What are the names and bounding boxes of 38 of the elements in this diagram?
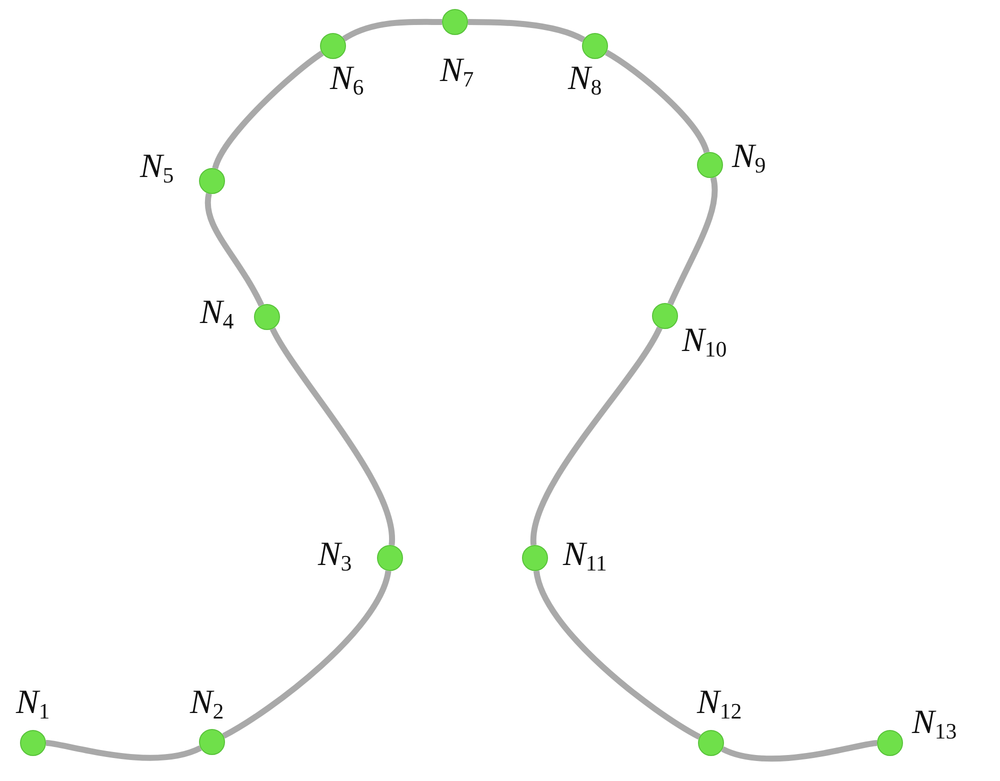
node-label: N$_{13}$ <box>912 706 957 742</box>
curve-segment <box>212 50 324 170</box>
curve-segment <box>530 326 662 546</box>
curve-segment <box>46 740 202 761</box>
node-label: N$_{10}$ <box>682 324 727 360</box>
curve-segment <box>204 193 264 307</box>
node-label: N$_{1}$ <box>16 686 50 722</box>
node-label: N$_{7}$ <box>440 54 474 90</box>
curve-segment <box>270 327 395 546</box>
curve-segment <box>721 740 878 762</box>
node-dot <box>652 303 678 329</box>
node-label: N$_{11}$ <box>563 538 607 574</box>
node-dot <box>697 152 723 178</box>
node-dot <box>877 730 903 756</box>
node-dot <box>377 545 403 571</box>
curve-segment <box>222 570 392 739</box>
node-dot <box>522 545 548 571</box>
node-dot <box>320 33 346 59</box>
node-dot <box>254 304 280 330</box>
node-label: N$_{6}$ <box>330 62 364 98</box>
node-dot <box>20 730 46 756</box>
node-dot <box>199 168 225 194</box>
node-label: N$_{12}$ <box>697 686 742 722</box>
node-dot <box>199 729 225 755</box>
node-label: N$_{5}$ <box>140 150 174 186</box>
curve-segment <box>342 18 442 42</box>
node-dot <box>582 33 608 59</box>
node-label: N$_{2}$ <box>190 686 224 722</box>
curve-segment <box>604 50 710 154</box>
node-label: N$_{4}$ <box>200 296 234 332</box>
node-label: N$_{8}$ <box>568 62 602 98</box>
node-dot <box>442 9 468 35</box>
curve-segment <box>468 19 585 42</box>
node-label: N$_{3}$ <box>318 538 352 574</box>
curve-segment <box>533 570 701 740</box>
curve-segment <box>668 177 718 306</box>
node-dot <box>698 730 724 756</box>
node-label: N$_{9}$ <box>732 140 766 176</box>
